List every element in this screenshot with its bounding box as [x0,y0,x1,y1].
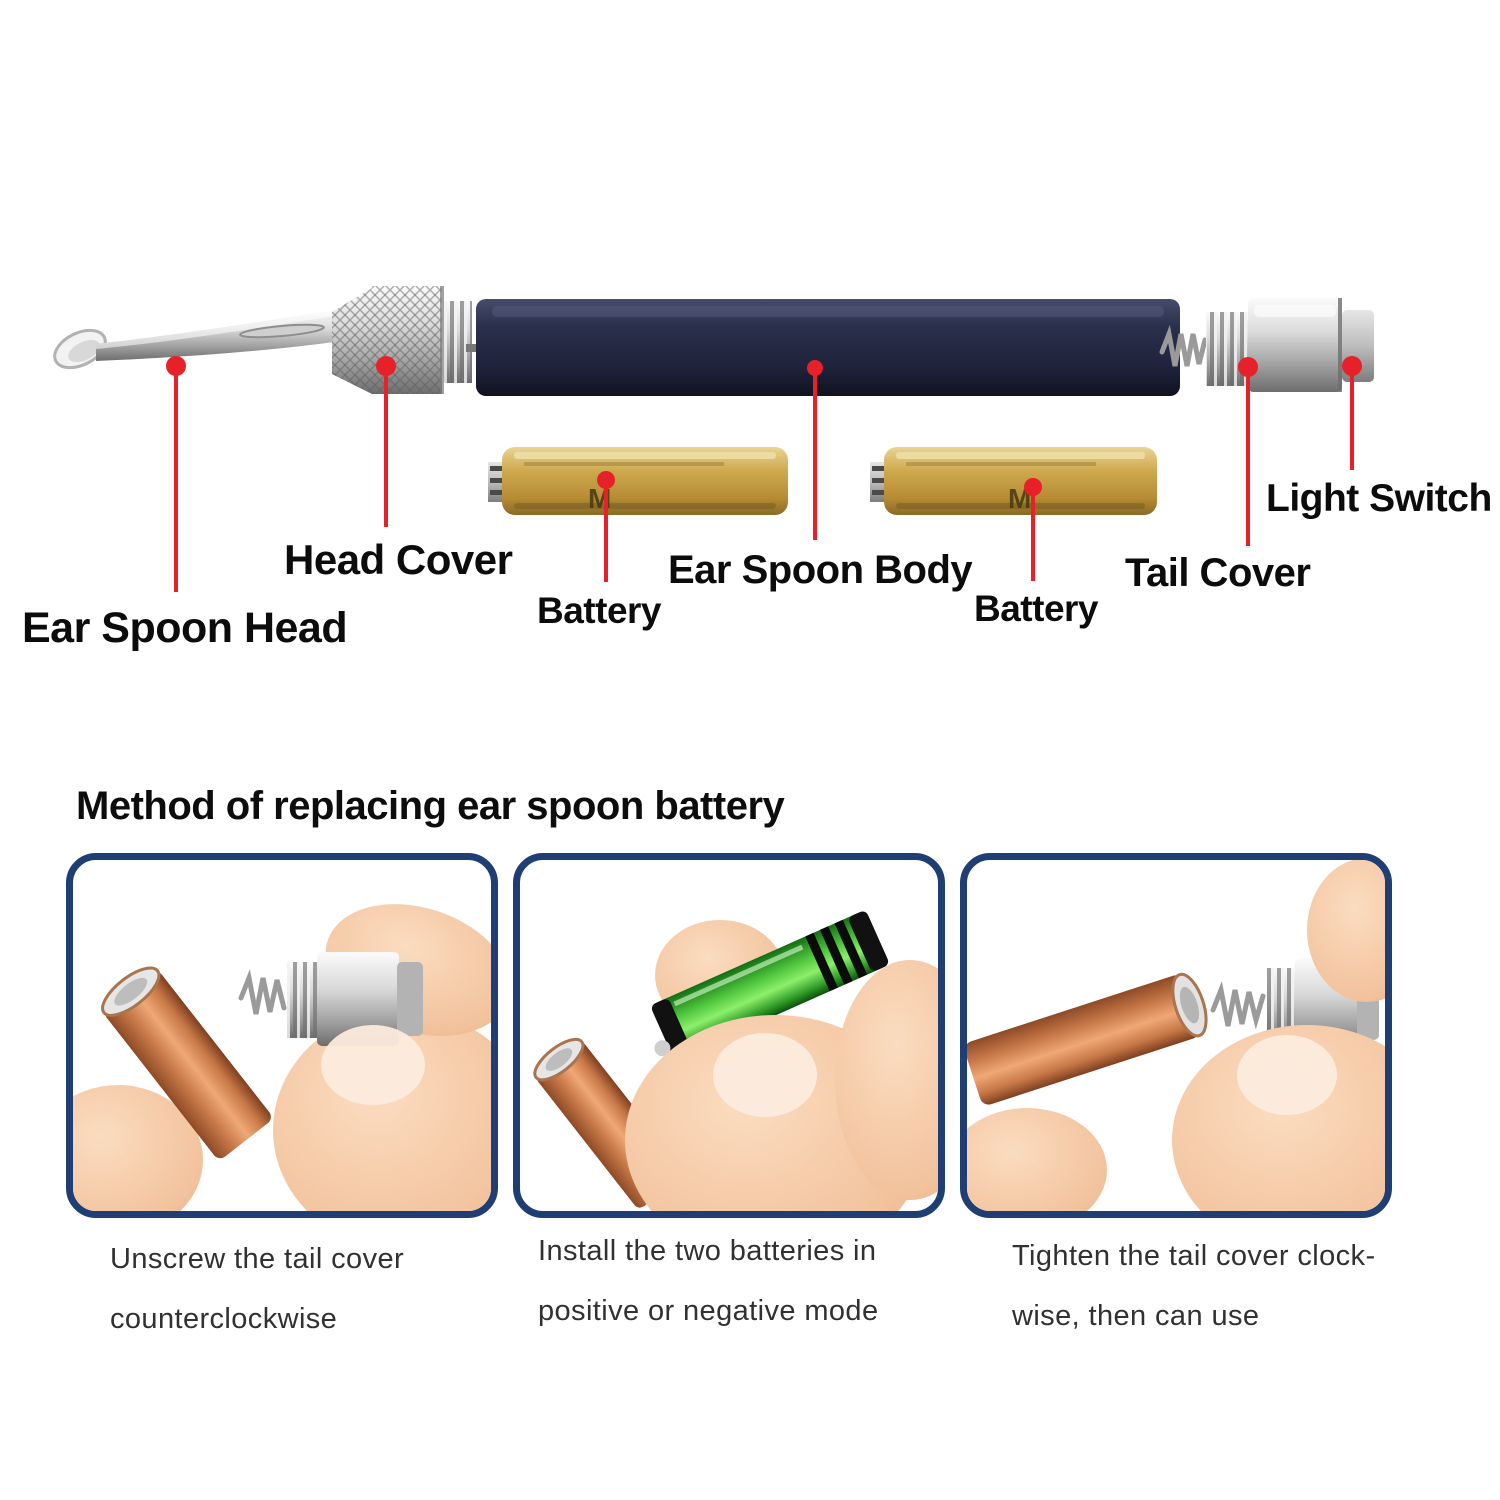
label-ear-spoon-head: Ear Spoon Head [22,604,348,652]
fingernail [713,1033,817,1117]
spring [1210,981,1266,1030]
copper-body-tube [101,966,271,1159]
step-panel-1 [66,853,498,1218]
step-1-photo [73,904,491,1211]
step-1-caption-line-2: counterclockwise [110,1303,338,1335]
ear-spoon-head-graphic [53,310,334,370]
step-3-caption-line-2: wise, then can use [1012,1300,1260,1332]
step-2-caption: Install the two batteries in positive or… [538,1235,878,1328]
label-head-cover: Head Cover [284,536,513,583]
step-2-caption-line-1: Install the two batteries in [538,1235,877,1267]
step-1-caption-line-1: Unscrew the tail cover [110,1243,405,1275]
step-3-caption-line-1: Tighten the tail cover clock- [1012,1240,1376,1272]
ear-spoon-body-graphic [476,299,1180,396]
copper-body-tube [967,972,1208,1105]
label-battery-1: Battery [537,590,662,631]
battery-1-graphic: M [488,447,788,515]
hand-fingers-right [835,960,938,1200]
label-ear-spoon-body: Ear Spoon Body [668,548,973,592]
step-2-photo [533,911,938,1211]
green-battery [651,911,889,1059]
fingernail [1237,1035,1337,1115]
spring-graphic [1159,324,1208,367]
hand-left-thumb [967,1108,1107,1211]
step-panel-2 [513,853,945,1218]
hand-finger-top-right [1307,860,1385,1002]
exploded-tool-diagram: M M [53,286,1374,592]
step-2-caption-line-2: positive or negative mode [538,1295,879,1327]
step-1-caption: Unscrew the tail cover counterclockwise [110,1243,404,1336]
instructions-title: Method of replacing ear spoon battery [76,784,785,828]
step-3-caption: Tighten the tail cover clock- wise, then… [1012,1240,1376,1333]
pointer-markers [166,356,1362,592]
label-light-switch: Light Switch [1266,477,1492,520]
battery-2-graphic: M [870,447,1157,515]
tail-cover-graphic [1206,298,1374,392]
head-cover-graphic [332,286,476,394]
tail-cover-in-hand [238,952,423,1046]
label-tail-cover: Tail Cover [1125,551,1311,595]
label-battery-2: Battery [974,588,1099,629]
step-panel-3 [960,853,1392,1218]
hand-left-thumb [73,1085,203,1211]
fingernail [321,1025,425,1105]
step-3-photo [967,860,1385,1211]
